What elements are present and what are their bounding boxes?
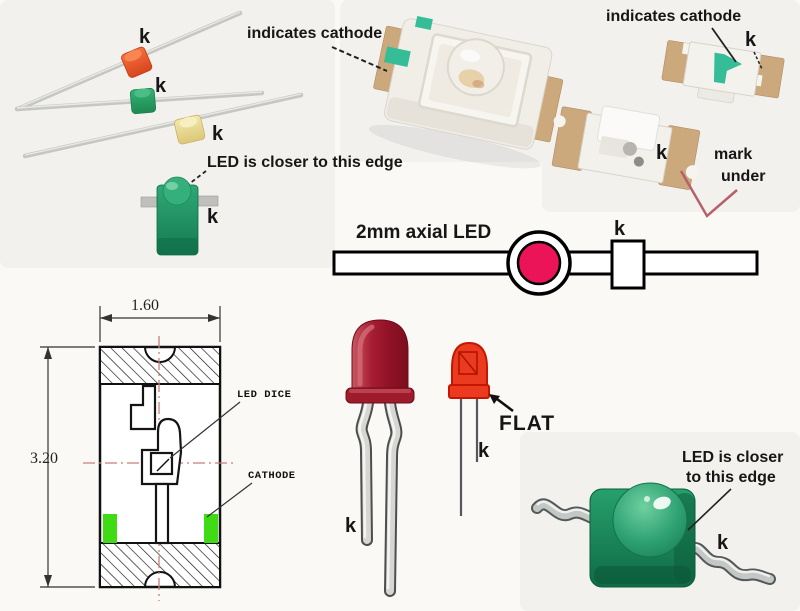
indicates-cathode-annotation: indicates cathode xyxy=(606,8,742,25)
led-die xyxy=(516,240,562,286)
cathode-k-label: k xyxy=(212,123,224,145)
led-closer-edge-annotation: LED is closer xyxy=(682,449,784,466)
cathode-k-label: k xyxy=(139,26,151,48)
cathode-k-label: k xyxy=(656,142,668,164)
leader-line xyxy=(188,170,207,185)
led-dome xyxy=(162,176,192,206)
cathode-mark-right xyxy=(204,514,218,543)
left-lead xyxy=(531,498,602,526)
led-3mm-diagram xyxy=(448,341,514,516)
right-lead xyxy=(195,195,219,207)
cathode-k-label: k xyxy=(478,440,490,462)
cathode-mark xyxy=(414,15,433,31)
reflector-detail xyxy=(458,351,478,375)
led-dice-label: LED DICE xyxy=(237,389,292,401)
led-5mm-photo xyxy=(345,319,415,597)
cathode-k-label: k xyxy=(745,29,757,51)
package-drawing xyxy=(40,306,253,601)
right-lead xyxy=(684,541,776,585)
lead-frame-anode xyxy=(129,384,157,431)
axial-led-orange xyxy=(121,46,153,78)
right-lead xyxy=(384,397,403,597)
mark-under-annotation: mark xyxy=(714,146,753,163)
axial-led-yellow xyxy=(174,114,206,145)
height-dimension xyxy=(40,346,95,588)
width-dimension-value: 1.60 xyxy=(131,297,159,314)
cathode-k-label: k xyxy=(155,75,167,97)
cathode-mark-left xyxy=(103,514,117,543)
leader-line xyxy=(687,488,732,531)
led-closer-edge-annotation: to this edge xyxy=(686,469,776,486)
smd-led-small-photo xyxy=(661,27,785,104)
left-lead xyxy=(140,196,160,208)
gullwing-green-led-photo xyxy=(531,482,776,588)
leader-line xyxy=(711,27,737,63)
led-body xyxy=(351,319,409,391)
led-dome xyxy=(612,482,688,558)
axial-led-green xyxy=(129,87,157,115)
led-base xyxy=(448,384,490,399)
leader-line xyxy=(331,46,388,72)
axial-diagram-title: 2mm axial LED xyxy=(356,222,492,243)
lead-frame-stem xyxy=(154,482,170,545)
mark-under-pointer xyxy=(679,170,738,218)
cathode-label: CATHODE xyxy=(248,470,296,482)
cathode-tab xyxy=(610,239,646,290)
led-closer-edge-annotation: LED is closer to this edge xyxy=(207,154,403,171)
indicates-cathode-annotation: indicates cathode xyxy=(247,25,383,42)
cathode-k-label: k xyxy=(614,218,626,240)
axial-leds-photo xyxy=(14,10,304,159)
left-lead xyxy=(355,397,374,546)
height-dimension-value: 3.20 xyxy=(30,450,58,467)
cathode-k-label: k xyxy=(207,206,219,228)
leader-line xyxy=(753,51,763,70)
led-dice-leader xyxy=(169,401,241,459)
smd-led-1206-photo xyxy=(331,15,564,169)
smd-led-0805-photo xyxy=(551,105,738,218)
cathode-k-label: k xyxy=(717,532,729,554)
bottom-terminal xyxy=(99,542,221,588)
subminiature-green-led-photo xyxy=(140,170,219,256)
cathode-k-label: k xyxy=(345,515,357,537)
width-dimension xyxy=(99,306,221,342)
axial-led-diagram xyxy=(332,230,759,296)
flat-arrow xyxy=(496,397,514,413)
flat-annotation: FLAT xyxy=(499,412,556,435)
mark-under-annotation: under xyxy=(721,168,766,185)
led-dice-square xyxy=(149,451,174,476)
cathode-mark xyxy=(383,46,411,68)
top-terminal xyxy=(99,346,221,385)
cathode-leader xyxy=(206,482,253,518)
